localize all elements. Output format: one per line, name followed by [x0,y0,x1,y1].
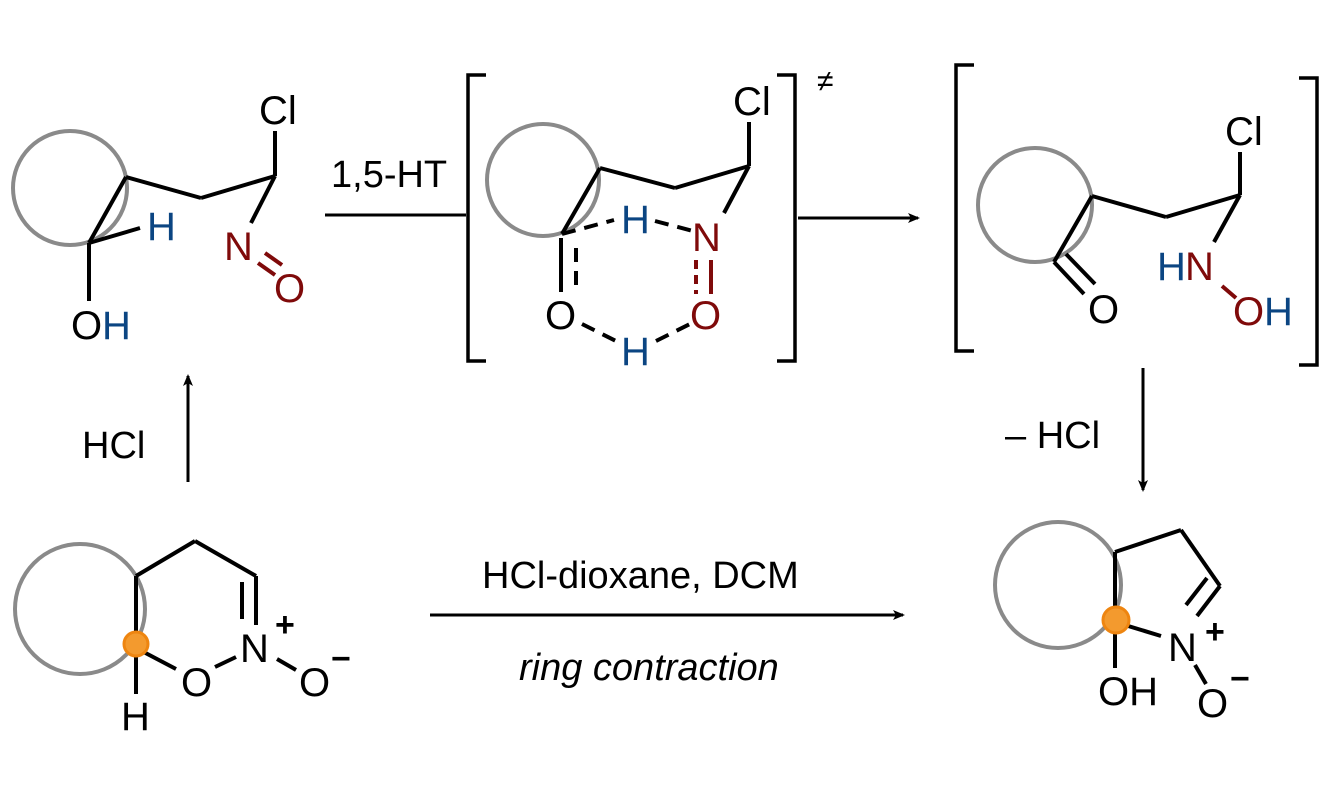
atom-ketone-o: O [1088,288,1119,332]
atom-o-left: O [545,294,576,338]
bond-c-o-double [1052,260,1086,296]
ring-placeholder [13,542,147,676]
arrow-label-hcl: HCl [82,425,145,467]
atom-oh: OH [1098,670,1158,714]
bond [200,174,276,200]
reactive-center-marker [122,630,150,658]
structure-keto-hydroxylamine: Cl O H N O H [954,63,1319,367]
bond [275,657,298,672]
partial-bond [561,218,615,236]
charge-plus: + [275,606,295,644]
structure-chloronitroso-alcohol: Cl H N O O H [11,89,305,348]
bond [1052,195,1094,263]
partial-bond [581,322,617,343]
atom-n: N [224,225,253,269]
structure-oxazine-n-oxide: H O N + O − [13,539,351,739]
bond-c-n-double [1195,584,1222,618]
ring-placeholder [485,122,601,238]
atom-h-top: H [621,198,650,242]
arrow-hcl-addition: HCl [82,374,193,482]
partial-bond [654,219,694,233]
bond-n-o-double [263,251,284,267]
arrow-label-minus-hcl: – HCl [1005,415,1100,457]
bond [1193,663,1208,686]
atom-h: H [121,695,150,739]
bond-n-o-double [256,261,277,277]
bond [214,655,237,669]
charge-minus: − [1230,660,1250,698]
bond [1114,528,1182,554]
arrow-label-1-5-ht: 1,5-HT [331,154,447,196]
atom-n: N [240,627,269,671]
atom-ring-o: O [181,661,212,705]
ring-placeholder [976,146,1094,264]
atom-hn-h: H [1157,245,1186,289]
atom-o-right: O [690,294,721,338]
atom-h: H [147,205,176,249]
bond [722,165,751,214]
bond [560,167,602,235]
charge-minus: − [331,640,351,678]
arrow-hcl-elimination: – HCl [1005,368,1148,492]
bond [1091,194,1167,219]
reactive-center-marker [1101,605,1131,635]
bracket-right [777,73,797,363]
bond-n-o [1220,284,1238,300]
atom-n: N [1168,626,1197,670]
partial-bond [655,322,691,343]
atom-o: O [299,661,330,705]
bracket-left [954,63,974,353]
bond [1212,194,1242,243]
atom-cl: Cl [733,80,771,124]
bond [87,176,128,244]
ring-placeholder [11,129,129,247]
atom-oh-o: O [71,304,102,348]
bond [88,226,141,245]
charge-plus: + [1205,613,1225,651]
bracket-right [1299,76,1319,367]
arrow-label-conditions: HCl-dioxane, DCM [482,555,799,597]
atom-cl: Cl [259,89,297,133]
bond [1165,193,1241,219]
atom-oh-h: H [102,304,131,348]
bond [674,164,750,190]
bond [1179,528,1222,588]
atom-hn-n: N [1185,245,1214,289]
bond [249,175,277,224]
atom-o: O [274,267,305,311]
bond [134,539,197,578]
structure-nitrone-product: OH N + O − [993,520,1250,726]
atom-n: N [692,216,721,260]
bond [125,175,202,200]
bond [194,539,257,578]
atom-oh-o: O [1233,290,1264,334]
atom-oh-h: H [1264,290,1293,334]
bond-c-o-double [1064,252,1097,286]
atom-h-bottom: H [621,330,650,374]
structure-transition-state: ≠ Cl H N O O H [466,65,833,374]
arrow-hat-step: 1,5-HT [325,154,466,217]
bond-c-n-double [1184,576,1209,607]
arrow-label-ring-contraction: ring contraction [519,647,779,689]
arrow-ring-contraction: HCl-dioxane, DCM ring contraction [430,555,905,689]
transition-state-mark: ≠ [817,65,833,98]
bond [599,166,676,190]
atom-cl: Cl [1225,110,1263,154]
bracket-left [466,73,486,363]
atom-o: O [1197,682,1228,726]
ring-placeholder [993,520,1123,650]
